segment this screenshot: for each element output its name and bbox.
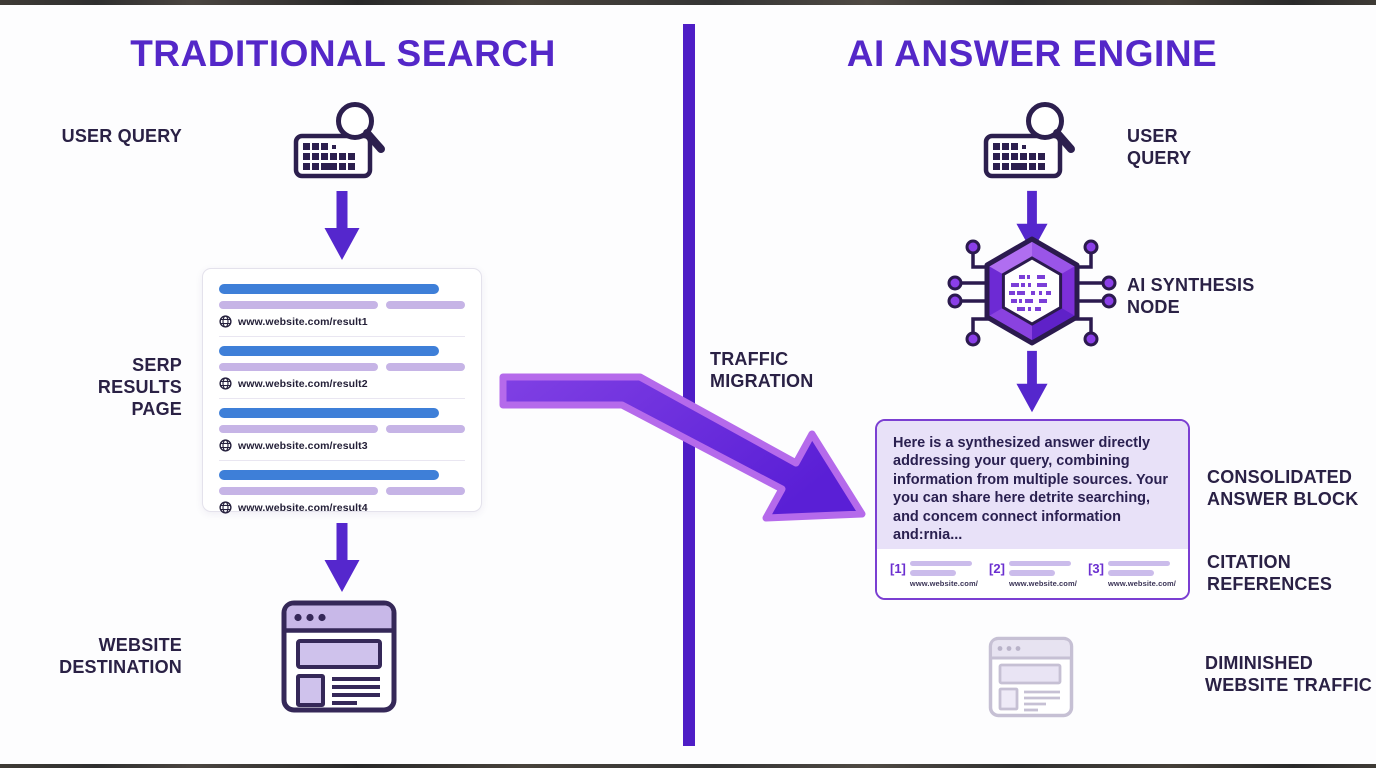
citation-bar: [1107, 560, 1170, 566]
globe-icon: [219, 315, 232, 328]
consolidated-answer-label: CONSOLIDATED ANSWER BLOCK: [1207, 467, 1359, 509]
citation-bar: [1107, 570, 1154, 576]
traffic-migration-label: TRAFFIC MIGRATION: [710, 349, 814, 391]
user-query-label-left: USER QUERY: [61, 126, 182, 146]
traffic-migration-arrow-icon: [490, 360, 880, 530]
result-desc-bar: [385, 363, 465, 371]
search-query-icon: [982, 100, 1082, 184]
browser-window-icon: [281, 600, 397, 714]
faded-browser-window-icon: [988, 636, 1074, 718]
result-title-bar: [219, 346, 439, 356]
citation-references-row: [1] www.website.com/ [2] www.website.com…: [877, 549, 1188, 598]
left-panel-title: TRADITIONAL SEARCH: [130, 33, 556, 74]
user-query-label-right: USER QUERY: [1127, 126, 1192, 168]
down-arrow-icon: [320, 522, 364, 594]
answer-text: Here is a synthesized answer directly ad…: [877, 421, 1188, 549]
result-desc-bar: [385, 301, 465, 309]
consolidated-answer-block: Here is a synthesized answer directly ad…: [875, 419, 1190, 600]
serp-results-card: www.website.com/result1 www.website.com/…: [202, 268, 482, 514]
result-desc-bar: [385, 425, 465, 433]
citation-url: www.website.com/: [1107, 578, 1176, 588]
serp-result-row: www.website.com/result2: [219, 346, 465, 399]
result-desc-bar: [219, 487, 378, 495]
result-title-bar: [219, 470, 439, 480]
ai-synthesis-node-icon: [947, 230, 1117, 362]
citation-bar: [909, 570, 956, 576]
center-divider: [683, 24, 695, 746]
divider: [219, 460, 465, 461]
down-arrow-icon: [1010, 350, 1054, 414]
citation-url: www.website.com/: [1008, 578, 1077, 588]
result-url: www.website.com/result1: [238, 315, 368, 328]
citation-item: [2] www.website.com/: [989, 560, 1077, 588]
citation-ref: [2]: [989, 560, 1005, 576]
globe-icon: [219, 377, 232, 390]
bottom-edge-artifact: [0, 764, 1376, 768]
ai-synthesis-node-label: AI SYNTHESIS NODE: [1127, 275, 1255, 317]
result-desc-bar: [385, 487, 465, 495]
serp-results-label: SERP RESULTS PAGE: [97, 355, 182, 419]
citation-bar: [1008, 570, 1055, 576]
citation-ref: [3]: [1088, 560, 1104, 576]
diminished-traffic-label: DIMINISHED WEBSITE TRAFFIC: [1205, 653, 1372, 695]
down-arrow-icon: [320, 190, 364, 262]
right-panel-title: AI ANSWER ENGINE: [846, 33, 1218, 74]
result-desc-bar: [219, 425, 378, 433]
divider: [219, 398, 465, 399]
result-url: www.website.com/result2: [238, 377, 368, 390]
citation-item: [3] www.website.com/: [1088, 560, 1176, 588]
serp-result-row: www.website.com/result4: [219, 470, 465, 514]
serp-result-row: www.website.com/result1: [219, 284, 465, 337]
citation-references-label: CITATION REFERENCES: [1207, 552, 1333, 594]
result-url: www.website.com/result3: [238, 439, 368, 452]
citation-ref: [1]: [890, 560, 906, 576]
result-title-bar: [219, 284, 439, 294]
result-title-bar: [219, 408, 439, 418]
down-arrow-icon: [1010, 190, 1054, 254]
top-edge-artifact: [0, 0, 1376, 5]
result-desc-bar: [219, 363, 378, 371]
search-query-icon: [292, 100, 392, 184]
citation-url: www.website.com/: [909, 578, 978, 588]
result-url: www.website.com/result4: [238, 501, 368, 514]
result-desc-bar: [219, 301, 378, 309]
citation-bar: [1008, 560, 1071, 566]
globe-icon: [219, 439, 232, 452]
citation-bar: [909, 560, 972, 566]
divider: [219, 336, 465, 337]
serp-result-row: www.website.com/result3: [219, 408, 465, 461]
website-destination-label: WEBSITE DESTINATION: [59, 635, 182, 677]
globe-icon: [219, 501, 232, 514]
citation-item: [1] www.website.com/: [890, 560, 978, 588]
